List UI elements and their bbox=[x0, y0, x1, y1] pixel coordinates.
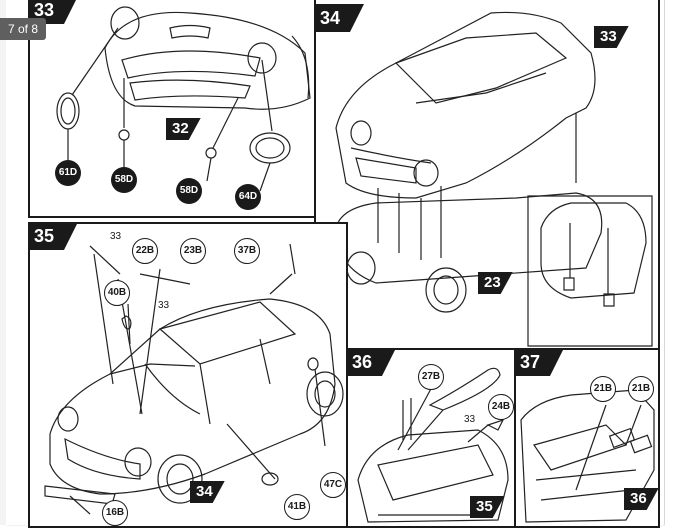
step-34-panel: 34 bbox=[314, 0, 660, 350]
car-assembly-illustration bbox=[30, 224, 346, 526]
instruction-sheet: 33 bbox=[6, 0, 664, 528]
part-33-label-c: 33 bbox=[464, 414, 476, 425]
callout-40b: 40B bbox=[104, 280, 130, 306]
part-33-label-a: 33 bbox=[110, 231, 122, 242]
callout-58d-b: 58D bbox=[176, 178, 202, 204]
callout-22b: 22B bbox=[132, 238, 158, 264]
rear-lights-illustration bbox=[516, 350, 658, 526]
callout-41b: 41B bbox=[284, 494, 310, 520]
callout-27b: 27B bbox=[418, 364, 444, 390]
callout-16b: 16B bbox=[102, 500, 128, 526]
body-shell-illustration bbox=[316, 0, 658, 348]
callout-21b-b: 21B bbox=[628, 376, 654, 402]
callout-37b: 37B bbox=[234, 238, 260, 264]
callout-24b: 24B bbox=[488, 394, 514, 420]
step-35-panel: 35 bbox=[28, 222, 348, 528]
callout-21b-a: 21B bbox=[590, 376, 616, 402]
front-bumper-illustration bbox=[30, 0, 316, 216]
rear-spoiler-illustration bbox=[348, 350, 518, 526]
step-36-panel: 36 27B 24B 33 35 bbox=[346, 348, 520, 528]
part-33-label-b: 33 bbox=[158, 300, 170, 311]
callout-47c: 47C bbox=[320, 472, 346, 498]
callout-23b: 23B bbox=[180, 238, 206, 264]
callout-61d: 61D bbox=[55, 160, 81, 186]
callout-64d: 64D bbox=[235, 184, 261, 210]
step-37-panel: 37 21B 21B 36 bbox=[514, 348, 660, 528]
callout-58d-a: 58D bbox=[111, 167, 137, 193]
page-right-margin bbox=[664, 0, 700, 525]
step-33-panel: 33 bbox=[28, 0, 318, 218]
page-counter: 7 of 8 bbox=[0, 18, 46, 40]
